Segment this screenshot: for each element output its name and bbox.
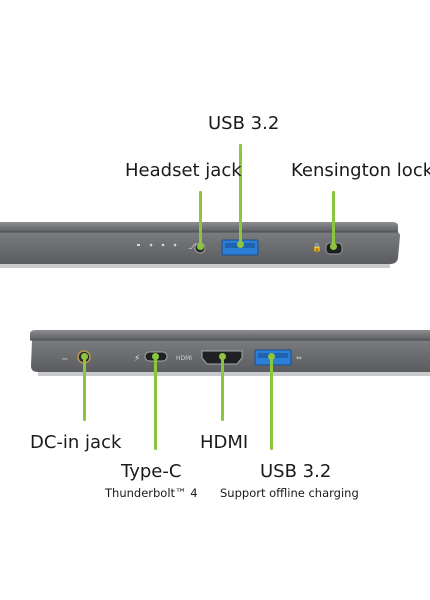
port-label-dc-in-jack: DC-in jack: [30, 432, 122, 453]
callout-line-headset-jack: [199, 191, 202, 246]
status-led-icons: ⎇: [137, 242, 197, 251]
svg-text:🔒: 🔒: [312, 243, 322, 252]
callout-line-type-c: [154, 358, 157, 450]
callout-dot-dc-in: [81, 353, 88, 360]
port-label-headset-jack: Headset jack: [125, 160, 242, 181]
callout-line-kensington-lock: [332, 191, 335, 246]
thunderbolt-icon: ⚡: [134, 354, 140, 364]
port-label-hdmi: HDMI: [200, 432, 249, 453]
port-label-type-c: Type-C: [121, 461, 182, 482]
svg-text:⇔: ⇔: [296, 354, 302, 362]
callout-line-usb-top: [239, 144, 242, 245]
callout-dot-hdmi: [219, 353, 226, 360]
port-label-kensington-lock: Kensington lock: [291, 160, 430, 181]
callout-dot-headset-jack: [197, 243, 204, 250]
callout-dot-type-c: [152, 353, 159, 360]
port-label-usb-bottom: USB 3.2: [260, 461, 332, 482]
callout-line-dc-in: [83, 358, 86, 421]
callout-dot-usb-bottom: [268, 353, 275, 360]
callout-line-usb-bottom: [270, 358, 273, 450]
port-label-usb-top: USB 3.2: [208, 113, 280, 134]
callout-dot-usb-top: [237, 241, 244, 248]
laptop-side-view-top: ⎇ 🔒: [0, 222, 400, 268]
svg-text:⎓: ⎓: [62, 355, 68, 363]
port-sublabel-thunderbolt: Thunderbolt™ 4: [105, 486, 198, 500]
callout-dot-kensington-lock: [330, 243, 337, 250]
svg-text:⎇: ⎇: [188, 242, 197, 251]
callout-line-hdmi: [221, 358, 224, 421]
laptop-side-view-bottom: ⎓ ⚡ HDMI ⇔: [30, 330, 430, 376]
svg-text:HDMI: HDMI: [176, 355, 192, 362]
port-sublabel-offline-charging: Support offline charging: [220, 486, 359, 500]
